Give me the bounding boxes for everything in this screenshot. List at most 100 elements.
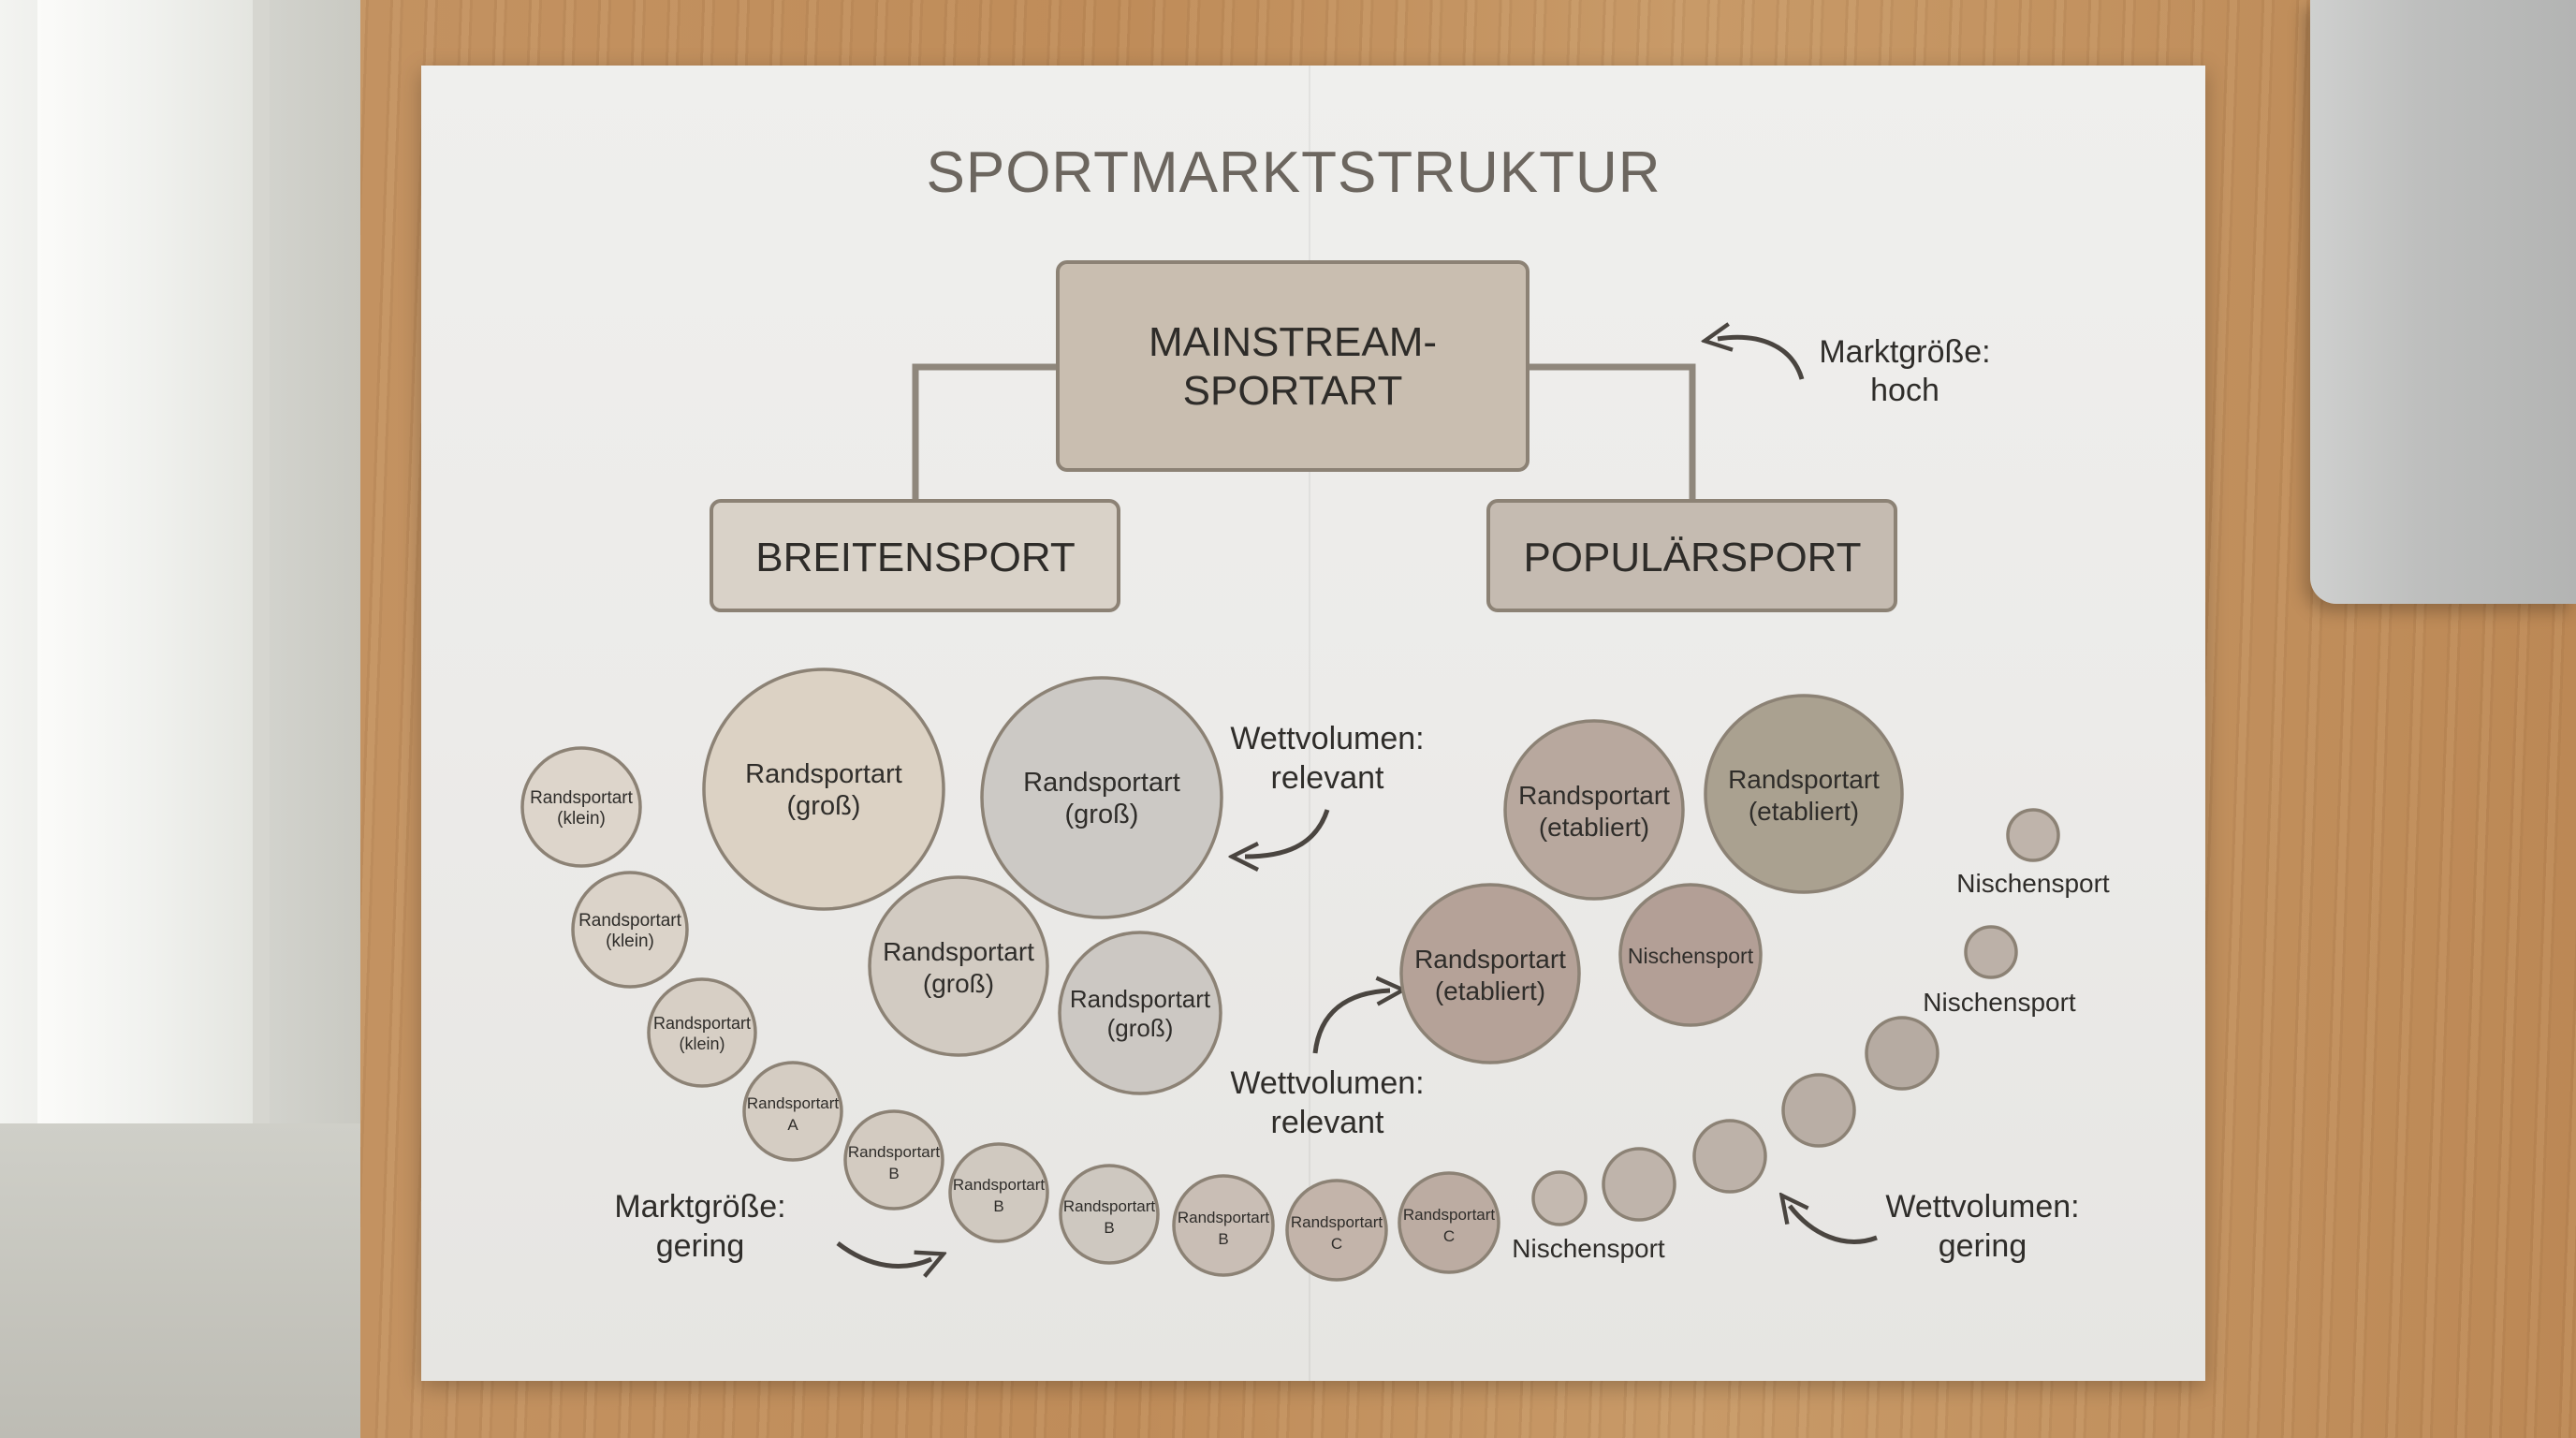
bubble-cluster: Randsportart (klein) Randsportart (klein… (520, 668, 2060, 1282)
annotation-wettvolumen-gering: Wettvolumen: gering (1790, 1189, 2080, 1264)
mainstream-label-line2: SPORTART (1183, 368, 1403, 414)
small-bubble-3 (1692, 1119, 1767, 1194)
nischensport-label-2: Nischensport (1923, 988, 2076, 1017)
bubble-b-2: Randsportart B (948, 1142, 1049, 1243)
small-bubble-5 (1865, 1016, 1939, 1091)
bubble-gross-2: Randsportart (groß) (980, 676, 1223, 919)
svg-text:Randsportart: Randsportart (883, 937, 1034, 966)
svg-text:(klein): (klein) (606, 932, 654, 951)
bubble-gross-4: Randsportart (groß) (1058, 931, 1222, 1095)
small-bubble-2 (1602, 1147, 1676, 1222)
svg-text:Randsportart: Randsportart (1414, 945, 1566, 974)
svg-text:(etabliert): (etabliert) (1539, 813, 1649, 842)
nischensport-label-1: Nischensport (1956, 869, 2110, 898)
svg-text:Randsportart: Randsportart (1403, 1206, 1496, 1224)
svg-text:C: C (1443, 1227, 1455, 1245)
connector-left (912, 363, 1058, 501)
bubble-c-1: Randsportart C (1285, 1179, 1388, 1282)
svg-text:A: A (787, 1116, 798, 1134)
small-bubble-7 (2006, 808, 2060, 862)
laptop-corner (2310, 0, 2576, 604)
bubble-klein-3: Randsportart (klein) (647, 977, 757, 1088)
connector-right (1528, 363, 1696, 501)
bubble-klein-2: Randsportart (klein) (571, 871, 689, 989)
arrow-marktgroesse-hoch (1718, 337, 1805, 380)
annotation-marktgroesse-hoch: Marktgröße: hoch (1718, 334, 1991, 408)
bubble-gross-1: Randsportart (groß) (702, 668, 945, 911)
nischensport-label-3: Nischensport (1512, 1234, 1665, 1263)
svg-text:Randsportart: Randsportart (1063, 1197, 1156, 1215)
bubble-b-1: Randsportart B (843, 1109, 944, 1211)
svg-text:Randsportart: Randsportart (1291, 1213, 1383, 1231)
svg-text:Randsportart: Randsportart (953, 1176, 1046, 1194)
bubble-etabliert-1: Randsportart (etabliert) (1503, 719, 1685, 901)
arrow-wettvolumen-relevant-top (1245, 809, 1330, 857)
bubble-etabliert-3: Randsportart (etabliert) (1399, 883, 1581, 1064)
svg-text:Randsportart: Randsportart (1728, 765, 1880, 794)
hierarchy-connectors (912, 363, 1696, 501)
marktgroesse-hoch-line1: Marktgröße: (1819, 334, 1990, 370)
svg-text:(klein): (klein) (557, 809, 606, 829)
svg-text:Randsportart: Randsportart (1518, 781, 1670, 810)
bubble-c-2: Randsportart C (1398, 1171, 1500, 1274)
small-bubble-4 (1781, 1073, 1856, 1148)
svg-text:(klein): (klein) (679, 1034, 724, 1053)
svg-text:Randsportart: Randsportart (578, 911, 682, 931)
wettvolumen-gering-line2: gering (1939, 1228, 2027, 1264)
svg-text:(etabliert): (etabliert) (1435, 976, 1545, 1005)
annotation-marktgroesse-gering: Marktgröße: gering (614, 1189, 931, 1266)
bubble-nischen-inner: Nischensport (1618, 883, 1763, 1027)
svg-text:(groß): (groß) (787, 791, 861, 821)
svg-text:B: B (1218, 1230, 1228, 1248)
popularsport-box: POPULÄRSPORT (1486, 499, 1897, 612)
marktgroesse-gering-line1: Marktgröße: (614, 1189, 785, 1225)
marktgroesse-hoch-line2: hoch (1870, 373, 1939, 408)
breitensport-box: BREITENSPORT (710, 499, 1120, 612)
wettvolumen-gering-line1: Wettvolumen: (1885, 1189, 2079, 1225)
svg-text:Randsportart: Randsportart (747, 1094, 840, 1112)
wettvolumen-relevant-top-line2: relevant (1271, 760, 1385, 796)
bubble-gross-3: Randsportart (groß) (868, 875, 1049, 1057)
wettvolumen-relevant-bottom-line1: Wettvolumen: (1230, 1065, 1424, 1101)
arrow-wettvolumen-gering (1790, 1206, 1878, 1244)
annotation-wettvolumen-relevant-top: Wettvolumen: relevant (1230, 721, 1425, 857)
small-bubble-1 (1531, 1170, 1588, 1226)
wettvolumen-relevant-bottom-line2: relevant (1271, 1105, 1385, 1140)
diagram-title: SPORTMARKTSTRUKTUR (926, 140, 1661, 205)
svg-text:Nischensport: Nischensport (1628, 944, 1754, 968)
bubble-b-4: Randsportart B (1172, 1174, 1275, 1277)
breitensport-label: BREITENSPORT (755, 535, 1075, 580)
wettvolumen-relevant-top-line1: Wettvolumen: (1230, 721, 1424, 756)
svg-text:(etabliert): (etabliert) (1749, 797, 1859, 826)
svg-text:Randsportart: Randsportart (530, 788, 634, 808)
svg-text:Randsportart: Randsportart (1070, 985, 1211, 1013)
svg-text:B: B (993, 1197, 1003, 1215)
arrow-wettvolumen-relevant-bottom (1312, 990, 1390, 1054)
svg-text:(groß): (groß) (1065, 800, 1139, 829)
mainstream-box: MAINSTREAM- SPORTART (1056, 260, 1530, 472)
svg-text:Randsportart: Randsportart (653, 1014, 751, 1033)
popularsport-label: POPULÄRSPORT (1523, 535, 1861, 580)
svg-text:(groß): (groß) (923, 969, 994, 998)
window-frame (37, 0, 270, 1133)
svg-text:Randsportart: Randsportart (848, 1143, 941, 1161)
svg-text:C: C (1331, 1235, 1342, 1253)
svg-text:B: B (1104, 1219, 1114, 1237)
bubble-b-3: Randsportart B (1059, 1164, 1160, 1265)
marktgroesse-gering-line2: gering (656, 1228, 745, 1264)
window-sill (0, 1123, 360, 1438)
mainstream-label-line1: MAINSTREAM- (1149, 319, 1437, 365)
bubble-klein-1: Randsportart (klein) (520, 746, 642, 868)
svg-text:B: B (888, 1165, 899, 1182)
bubble-a: Randsportart A (742, 1061, 843, 1162)
paper-fold-crease (1309, 66, 1310, 1381)
arrow-marktgroesse-gering (836, 1241, 931, 1266)
annotation-wettvolumen-relevant-bottom: Wettvolumen: relevant (1230, 990, 1425, 1140)
small-bubble-6 (1964, 925, 2018, 979)
svg-text:Randsportart: Randsportart (1023, 768, 1180, 798)
svg-text:(groß): (groß) (1107, 1014, 1174, 1042)
svg-text:Randsportart: Randsportart (745, 759, 902, 789)
bubble-etabliert-2: Randsportart (etabliert) (1704, 694, 1904, 894)
svg-text:Randsportart: Randsportart (1178, 1209, 1270, 1226)
